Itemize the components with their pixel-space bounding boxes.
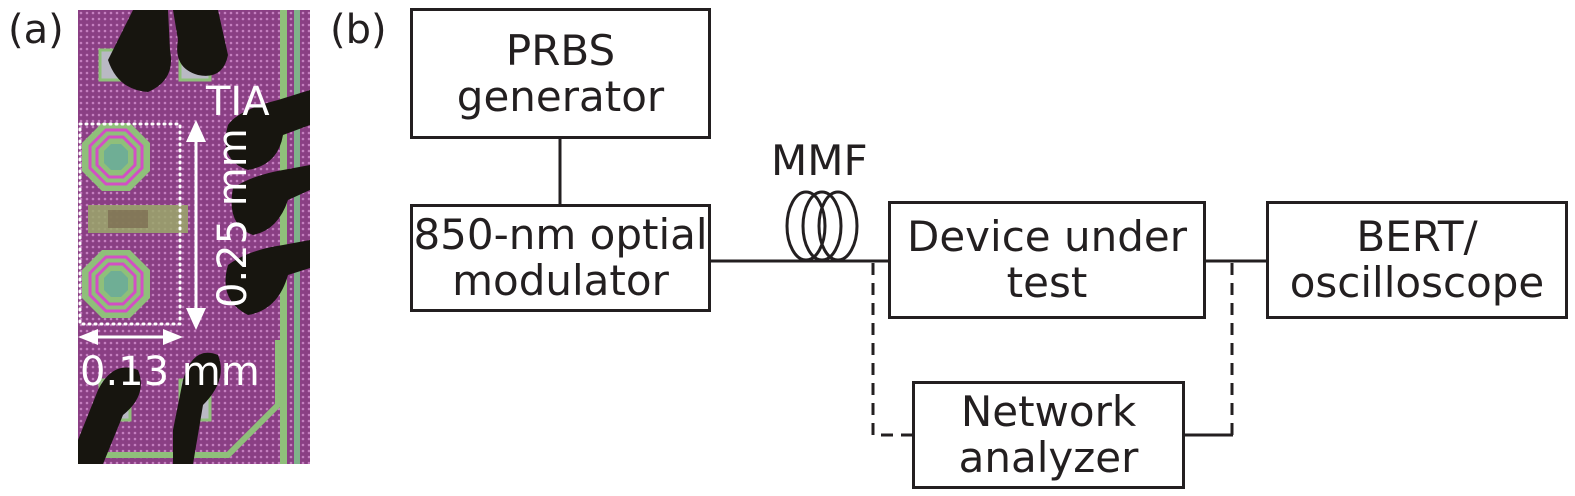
inductor-bottom [82, 250, 150, 318]
chip-image-drawing [78, 10, 310, 464]
mmf-coil-icon [785, 190, 859, 262]
optical-modulator-block: 850-nm optial modulator [410, 204, 711, 312]
prbs-generator-label: PRBS generator [456, 25, 665, 121]
dashed-wire-dut-input-to-network-analyzer [871, 263, 912, 437]
tia-label: TIA [206, 79, 270, 125]
panel-b-label: (b) [330, 7, 387, 53]
mmf-label: MMF [771, 136, 868, 185]
prbs-generator-block: PRBS generator [410, 8, 711, 139]
network-analyzer-block: Network analyzer [912, 381, 1185, 489]
width-dimension-arrow [78, 329, 183, 345]
metal-trace [78, 340, 281, 458]
tia-core-transistors [108, 210, 148, 228]
panel-a-label: (a) [8, 7, 64, 53]
device-under-test-label: Device under test [907, 212, 1187, 307]
optical-modulator-label: 850-nm optial modulator [413, 210, 708, 305]
metal-rail [294, 10, 300, 464]
metal-rail [280, 10, 287, 464]
bert-oscilloscope-block: BERT/ oscilloscope [1266, 201, 1568, 319]
tia-outline [78, 122, 182, 326]
height-dimension-arrow [186, 120, 206, 330]
bert-oscilloscope-label: BERT/ oscilloscope [1289, 212, 1545, 307]
inductor-top [82, 123, 150, 191]
chip-micrograph: TIA 0.25 mm 0.13 mm [78, 10, 310, 464]
bond-wires [78, 10, 310, 464]
device-under-test-block: Device under test [888, 201, 1206, 319]
network-analyzer-label: Network analyzer [958, 387, 1139, 482]
width-dimension-label: 0.13 mm [80, 349, 260, 395]
